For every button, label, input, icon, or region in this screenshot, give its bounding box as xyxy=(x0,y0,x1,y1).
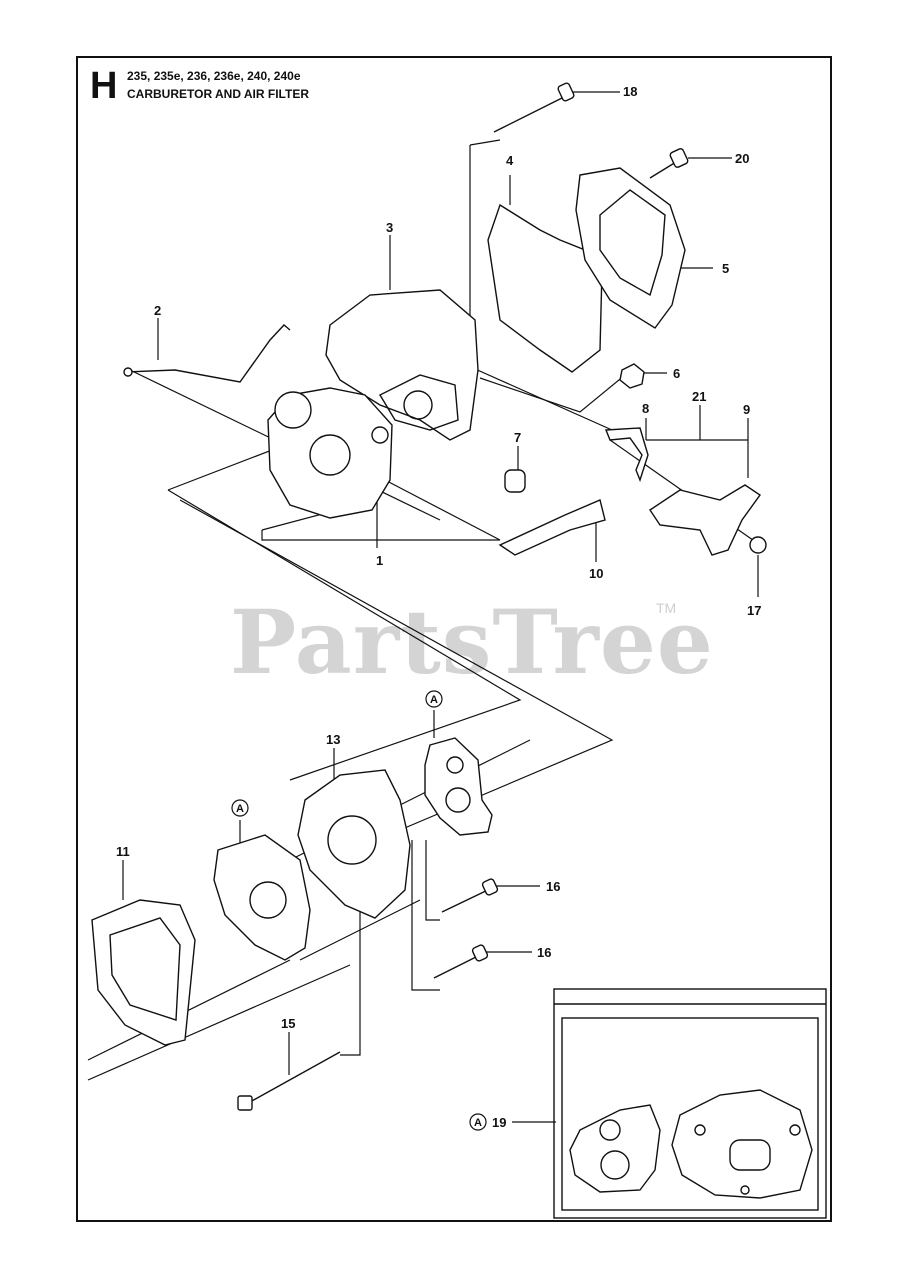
model-list: 235, 235e, 236, 236e, 240, 240e xyxy=(127,69,301,83)
callout-4: 4 xyxy=(506,153,514,168)
callout-2: 2 xyxy=(154,303,161,318)
callout-3: 3 xyxy=(386,220,393,235)
callout-1: 1 xyxy=(376,553,383,568)
callout-9: 9 xyxy=(743,402,750,417)
ref-circle-a-middle xyxy=(231,799,249,817)
watermark: PartsTree xyxy=(230,590,714,694)
callout-15: 15 xyxy=(281,1016,295,1031)
callout-13: 13 xyxy=(326,732,340,747)
ref-a-kit: A xyxy=(474,1117,482,1129)
callout-18: 18 xyxy=(623,84,637,99)
callout-16-lower: 16 xyxy=(537,945,551,960)
callout-16-upper: 16 xyxy=(546,879,560,894)
callout-10: 10 xyxy=(589,566,603,581)
diagram-frame xyxy=(76,56,832,1222)
callout-17: 17 xyxy=(747,603,761,618)
callout-5: 5 xyxy=(722,261,729,276)
callout-8: 8 xyxy=(642,401,649,416)
section-letter: H xyxy=(90,65,118,107)
ref-a-middle: A xyxy=(236,803,244,815)
callout-11: 11 xyxy=(116,844,130,859)
diagram-title: CARBURETOR AND AIR FILTER xyxy=(127,87,309,101)
callout-7: 7 xyxy=(514,430,521,445)
callout-6: 6 xyxy=(673,366,680,381)
callout-19: 19 xyxy=(492,1115,506,1130)
watermark-tm: TM xyxy=(656,600,677,616)
callout-21: 21 xyxy=(692,389,706,404)
callout-20: 20 xyxy=(735,151,749,166)
ref-circle-a-kit xyxy=(469,1113,487,1131)
ref-a-upper: A xyxy=(430,694,438,706)
ref-circle-a-upper xyxy=(425,690,443,708)
